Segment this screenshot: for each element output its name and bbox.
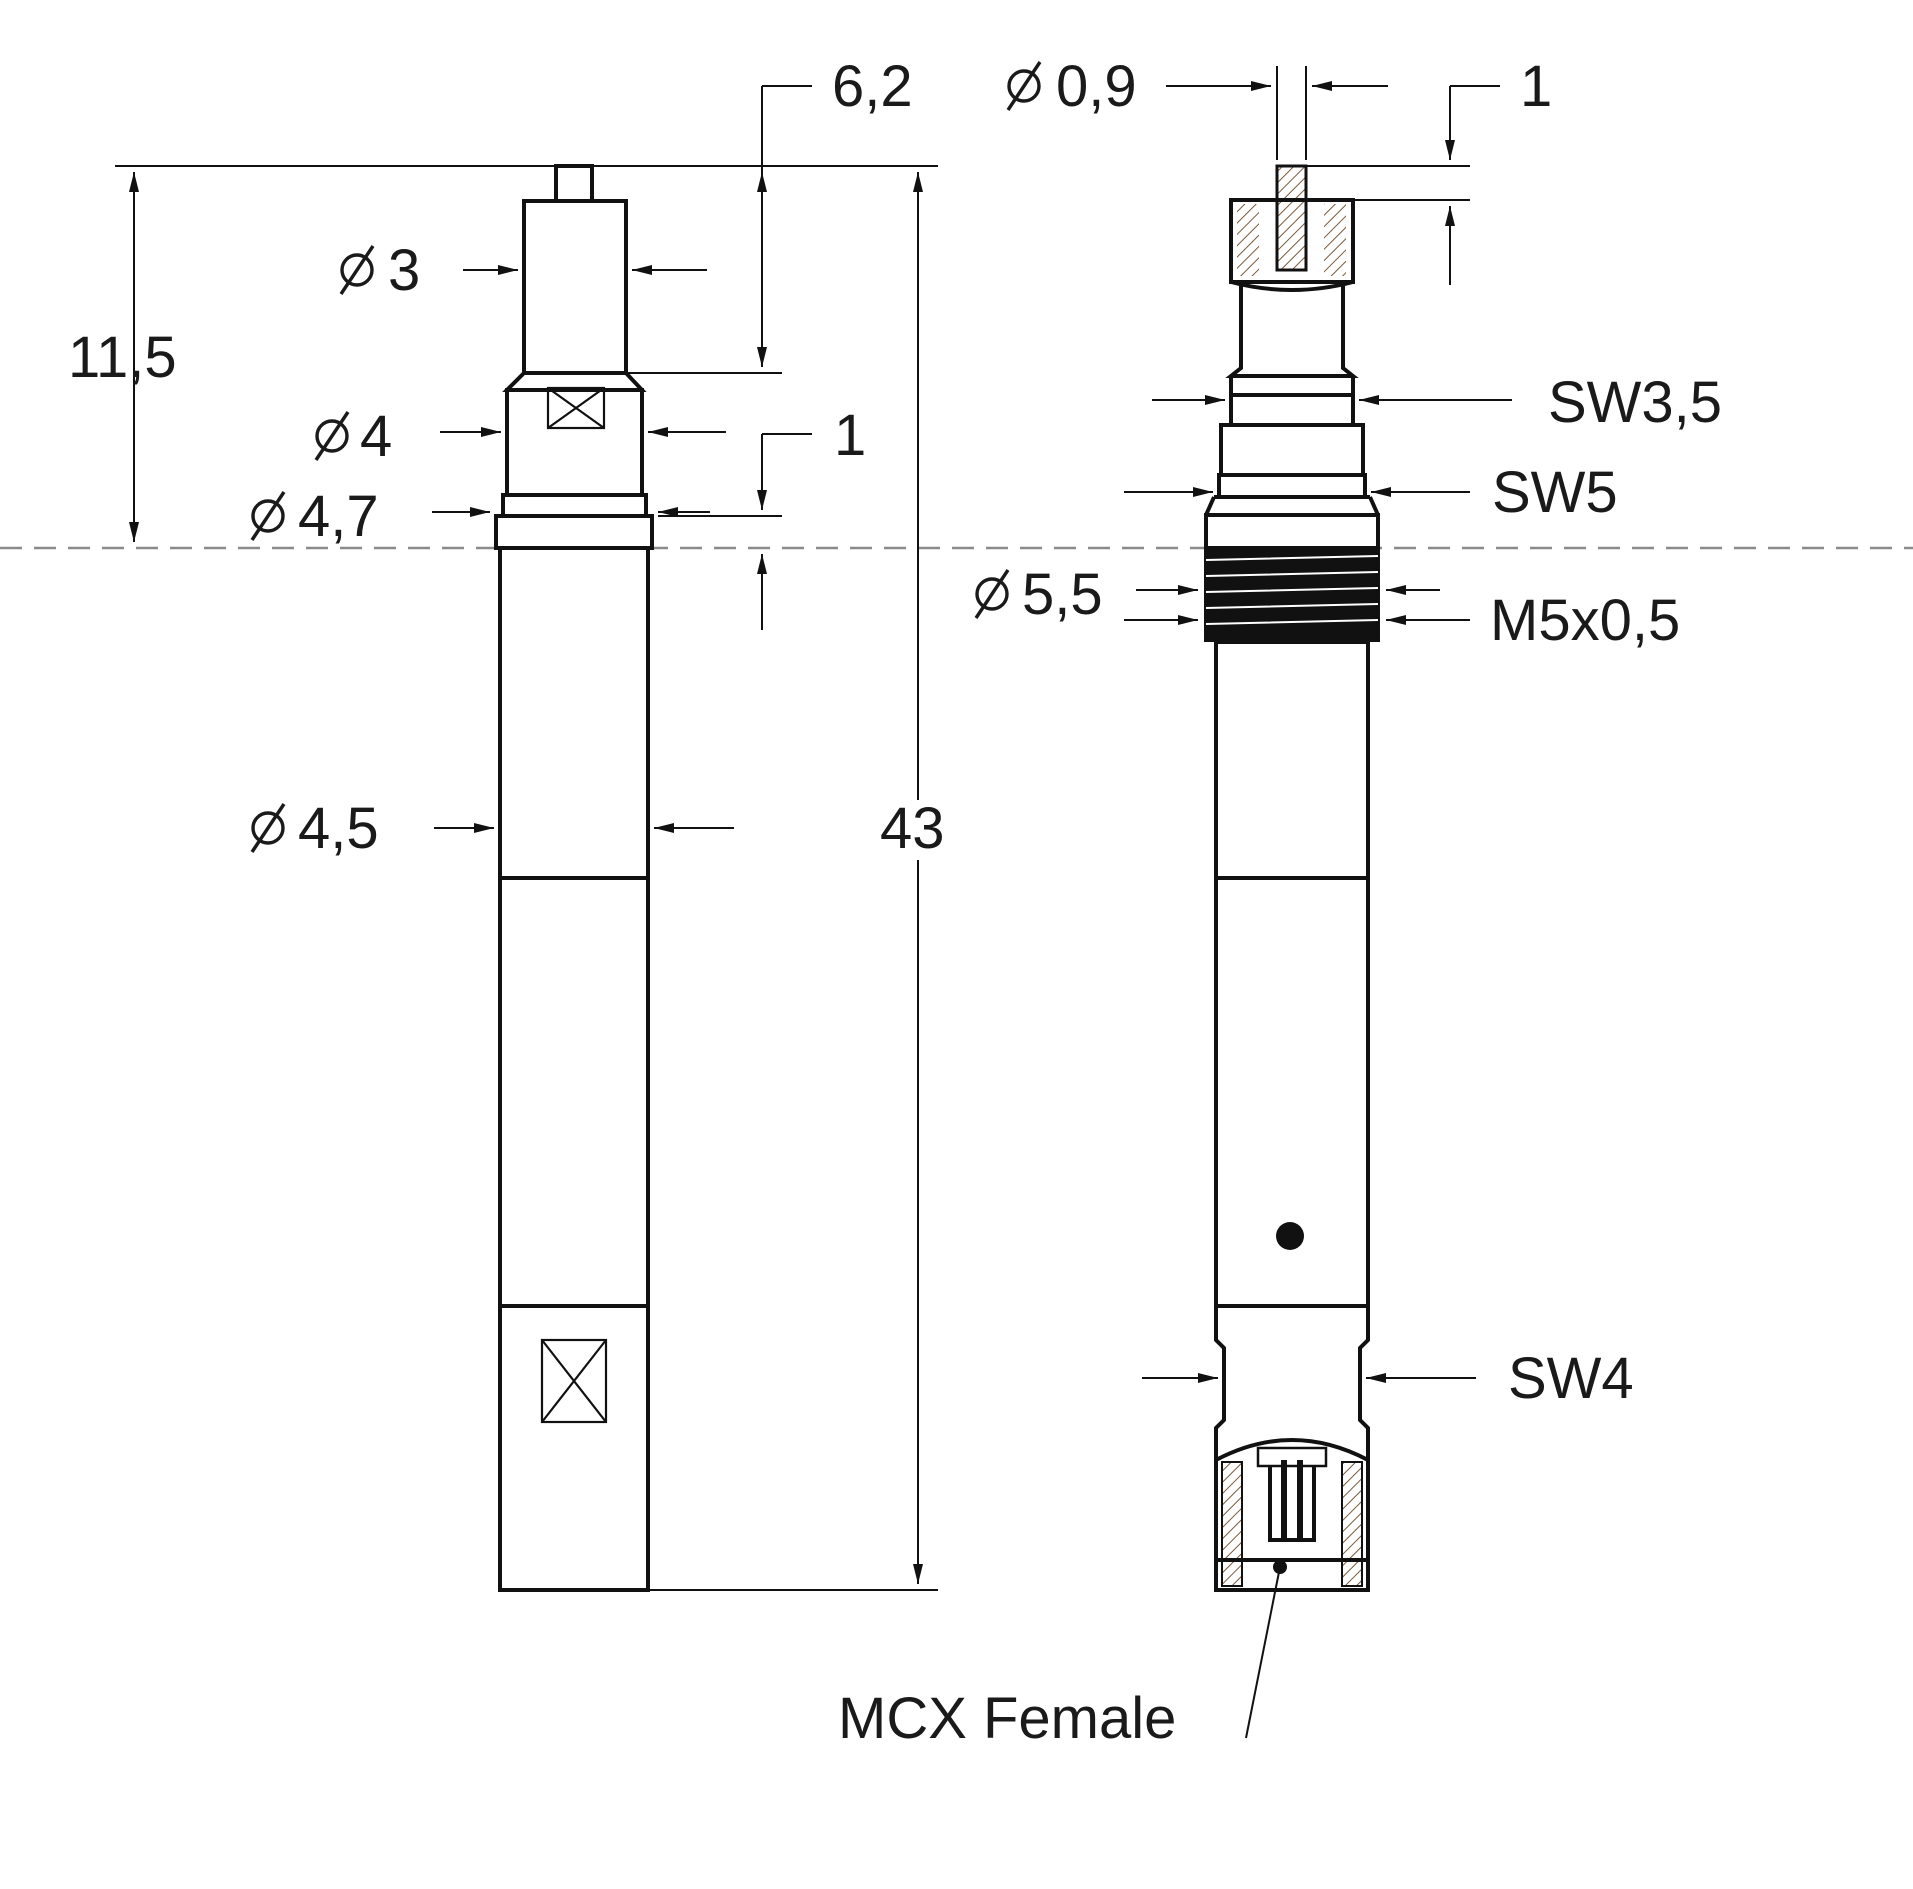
dim-sw3-5: SW3,5 [1548, 370, 1722, 435]
dim-11-5: 11,5 [68, 325, 177, 390]
dim-thread: M5x0,5 [1490, 588, 1680, 653]
dim-dia-4: 4 [360, 404, 392, 469]
connector-label: MCX Female [838, 1686, 1176, 1751]
dim-1-left: 1 [834, 403, 866, 468]
dim-dia-5-5: 5,5 [1022, 562, 1103, 627]
left-view [494, 164, 654, 1592]
dim-dia-4-5: 4,5 [298, 796, 379, 861]
dim-43: 43 [880, 796, 945, 861]
diameter-icon [314, 410, 350, 462]
left-dimensions: 11,5 6,2 43 3 4 1 4,7 [68, 54, 945, 1591]
dim-dia-3: 3 [388, 238, 420, 303]
diameter-icon [250, 802, 286, 854]
dim-sw4: SW4 [1508, 1346, 1634, 1411]
dim-dia-4-7: 4,7 [298, 484, 379, 549]
right-view [1204, 164, 1380, 1592]
diameter-icon [339, 244, 375, 296]
diameter-icon [250, 490, 286, 542]
diameter-icon [974, 568, 1010, 620]
diameter-icon [1006, 60, 1042, 112]
dim-6-2: 6,2 [832, 54, 913, 119]
dim-dia-0-9: 0,9 [1056, 54, 1137, 119]
dim-sw5: SW5 [1492, 460, 1618, 525]
right-dimensions: 0,9 1 SW3,5 SW5 5,5 M5x0,5 SW4 [838, 54, 1722, 1751]
dim-1-right: 1 [1520, 54, 1552, 119]
